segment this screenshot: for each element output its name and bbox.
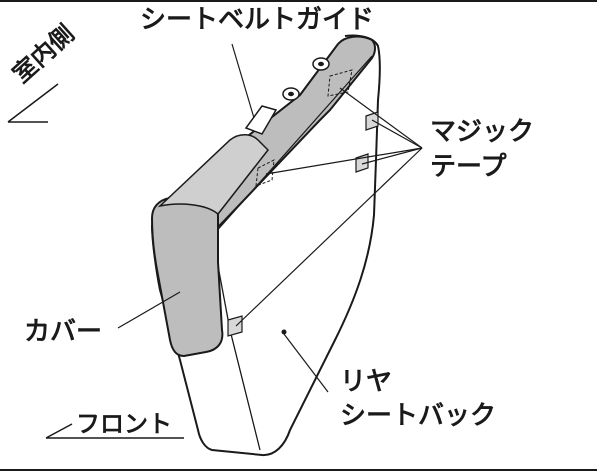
leader-cover [117, 291, 181, 329]
label-seat-belt-guide: シートベルトガイド [140, 5, 374, 35]
label-magic-tape-line1: マジック [430, 117, 534, 147]
leader-tape-2 [371, 119, 423, 149]
cover-top-face [157, 134, 269, 216]
top-rail-edge [213, 55, 373, 235]
leader-tape-1 [339, 87, 423, 149]
magic-tape-tab-3 [227, 315, 243, 337]
label-rear-line1: リヤ [340, 367, 392, 397]
leader-seatback [283, 333, 329, 393]
hidden-tape-outline-2 [255, 159, 275, 187]
label-rear-line2: シートバック [340, 401, 496, 431]
label-cover: カバー [24, 317, 102, 347]
leader-tape-3 [361, 147, 423, 165]
leader-tape-5 [235, 147, 423, 327]
label-front: フロント [76, 410, 172, 438]
seat-belt-guide [244, 57, 330, 135]
label-magic-tape-line2: テープ [430, 152, 507, 182]
leader-tape-4 [265, 147, 423, 175]
interior-side-arrow [7, 83, 59, 123]
leader-seat-belt-guide [231, 43, 255, 119]
front-arrow [45, 423, 184, 439]
cover-shape [150, 194, 224, 358]
hidden-tape-outline-1 [327, 69, 353, 97]
leader-seatback-dot [281, 329, 287, 335]
label-interior-side: 室内側 [7, 19, 79, 88]
